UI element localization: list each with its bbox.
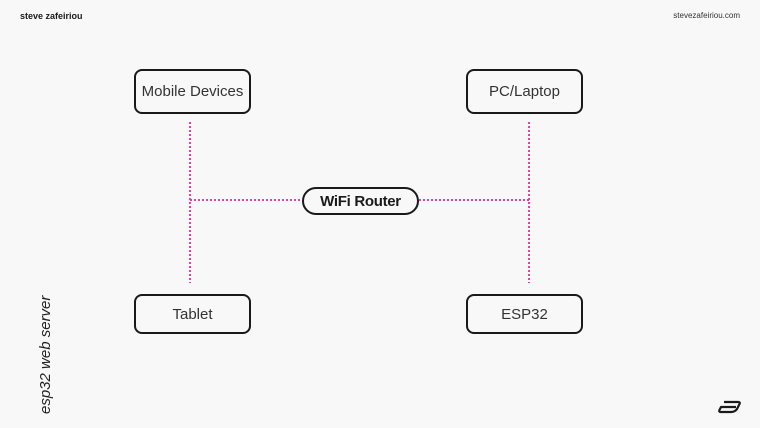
node-tablet: Tablet [134, 294, 251, 334]
logo-icon [718, 400, 741, 414]
node-wifi-router: WiFi Router [302, 187, 419, 215]
site-url[interactable]: stevezafeiriou.com [673, 11, 740, 20]
node-mobile-devices: Mobile Devices [134, 69, 251, 114]
brand-name: steve zafeiriou [20, 11, 83, 21]
side-title: esp32 web server [37, 295, 54, 414]
node-esp32: ESP32 [466, 294, 583, 334]
node-pc-laptop: PC/Laptop [466, 69, 583, 114]
